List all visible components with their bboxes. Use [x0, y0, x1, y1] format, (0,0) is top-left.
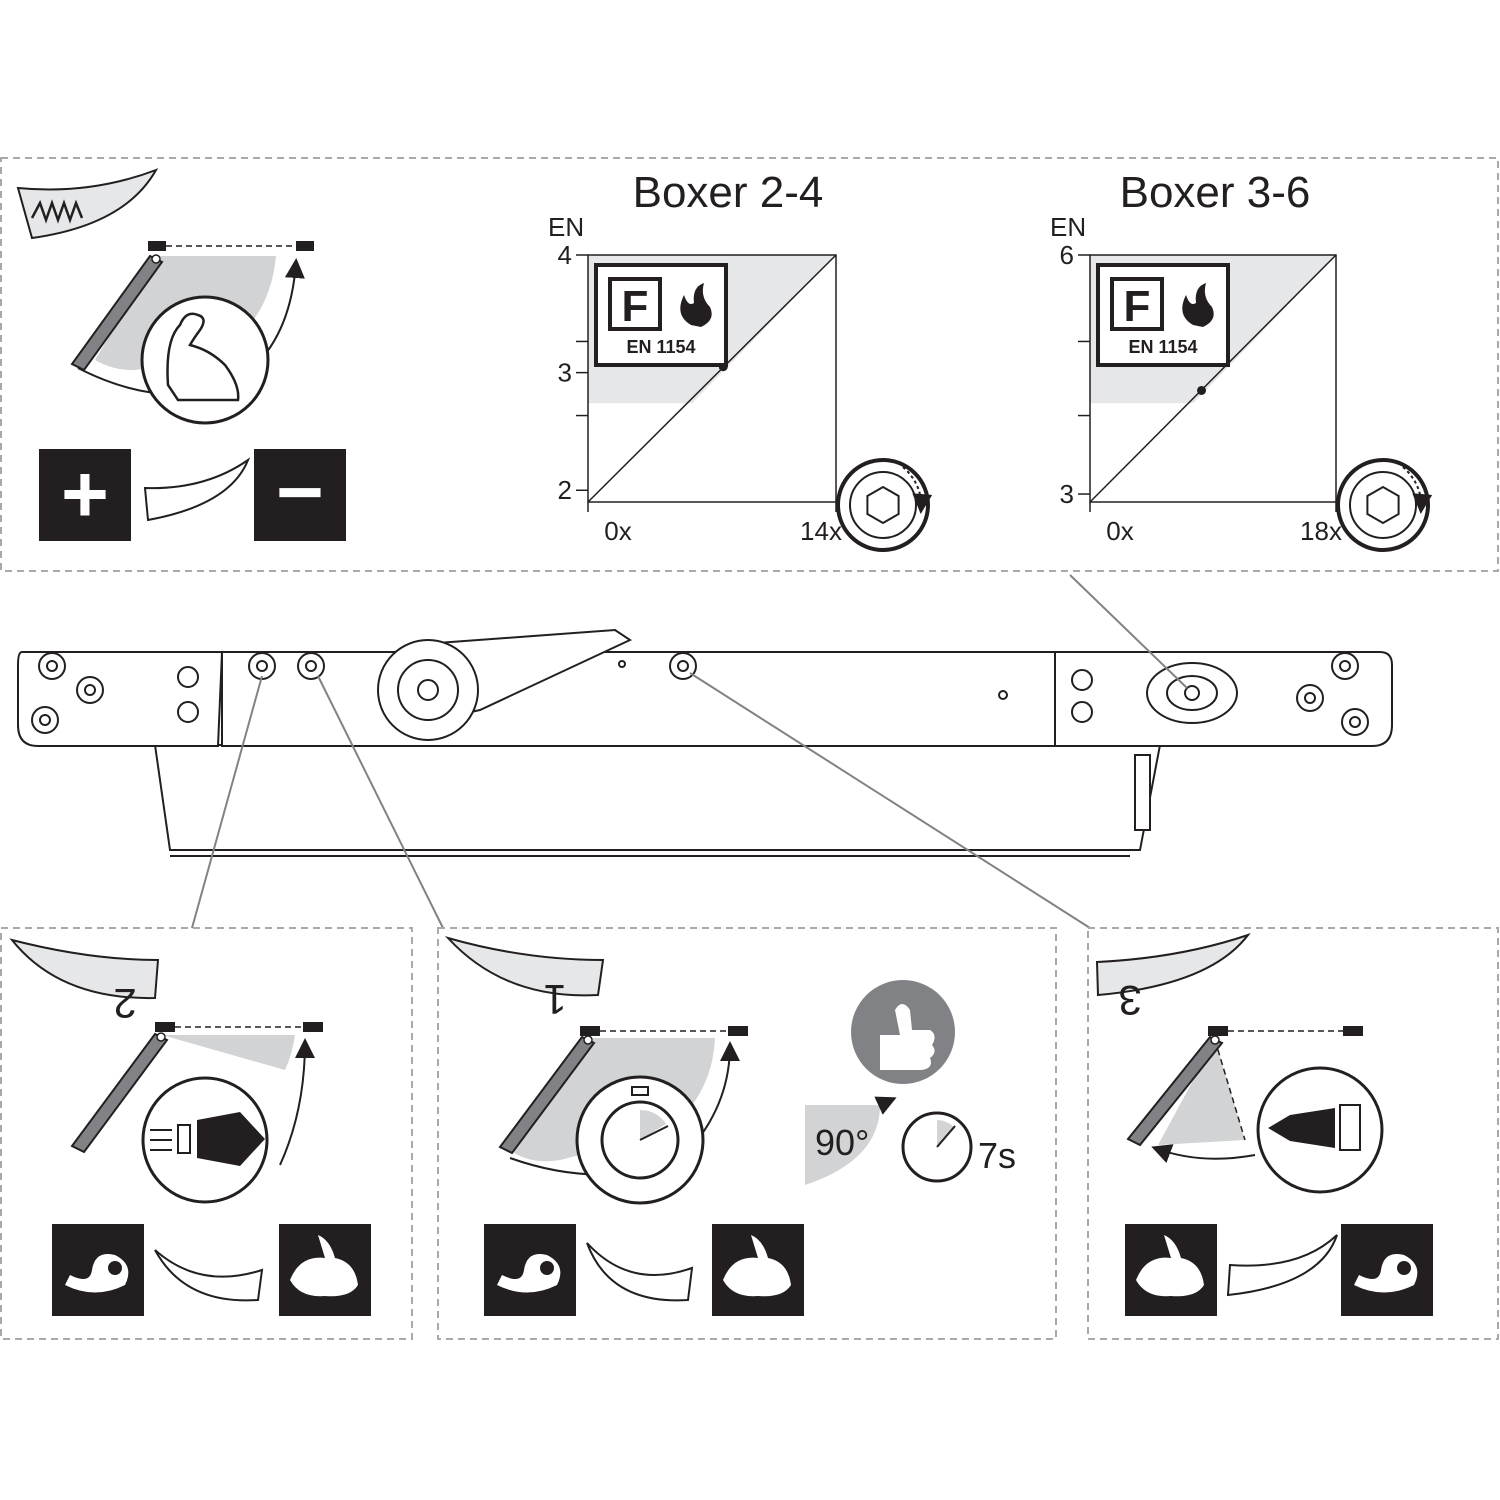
chart-y-tick-label: 6: [1060, 240, 1074, 270]
flame-icon: [1182, 283, 1214, 327]
step3-panel-frame: [1087, 927, 1499, 1340]
plus-button-icon: +: [39, 449, 131, 541]
minus-button-icon: −: [254, 447, 346, 541]
scale-wedge-icon: [586, 1242, 694, 1302]
step2-door-illustration: [70, 1022, 323, 1204]
step1-panel-frame: [437, 927, 1057, 1340]
speed-arrow-left-icon: [1268, 1104, 1361, 1151]
svg-text:2: 2: [113, 980, 136, 1027]
hex-socket-icon: [1366, 485, 1400, 525]
f-letter: F: [622, 282, 649, 331]
chart-frame: [587, 254, 837, 503]
f-letter-box: [1110, 277, 1164, 331]
chart-title: Boxer 2-4: [633, 168, 824, 217]
standard-label: EN 1154: [626, 337, 695, 357]
step3-door-illustration: [1126, 1026, 1384, 1194]
time-label: 7s: [978, 1135, 1016, 1176]
chart-series-line: [587, 254, 837, 503]
door-closer-body: [17, 628, 1393, 857]
chart-y-tick-label: 4: [558, 240, 572, 270]
top-panel-frame: [0, 157, 1499, 572]
step2-panel-frame: [0, 927, 413, 1340]
hex-socket-icon: [866, 485, 900, 525]
rotate-arrow-icon: [1402, 466, 1433, 514]
leader-lines: [191, 574, 1188, 929]
speed-arrow-right-icon: [150, 1112, 265, 1166]
rotate-arrow-icon: [902, 466, 933, 514]
snail-icon: [52, 1224, 144, 1316]
flame-icon: [680, 283, 712, 327]
scale-wedge-icon: [154, 1249, 264, 1302]
rabbit-icon: [712, 1224, 804, 1316]
snail-icon: [1341, 1224, 1433, 1316]
spring-icon: [30, 199, 84, 224]
scale-wedge-icon: [1226, 1234, 1338, 1297]
chart-y-tick-label: 2: [558, 475, 572, 505]
chart-x-tick-label: 0x: [1106, 516, 1133, 546]
chart-series-line: [1089, 254, 1337, 503]
bicep-strength-icon: [166, 312, 240, 402]
f-letter: F: [1124, 282, 1151, 331]
chart-ylabel: EN: [1050, 212, 1086, 242]
plus-symbol: +: [61, 449, 109, 540]
step1-badge: 1: [444, 936, 605, 1023]
angle-label: 90°: [815, 1122, 869, 1163]
chart-y-tick-label: 3: [558, 358, 572, 388]
step3-badge: 3: [1095, 933, 1251, 1024]
angle-indicator: 90°: [805, 1096, 897, 1185]
rabbit-icon: [279, 1224, 371, 1316]
thumbs-up-icon: [851, 980, 955, 1084]
rabbit-icon: [1125, 1224, 1217, 1316]
scale-wedge-icon: [143, 457, 251, 522]
step1-door-illustration: [498, 1026, 748, 1205]
small-timer-icon: [901, 1111, 973, 1183]
chart-marker-point: [1197, 385, 1207, 395]
svg-text:1: 1: [543, 976, 566, 1023]
chart-title: Boxer 3-6: [1120, 168, 1311, 217]
chart-x-tick-label: 14x: [800, 516, 842, 546]
step2-badge: 2: [9, 938, 160, 1027]
stopwatch-icon: [600, 1086, 680, 1180]
chart-x-tick-label: 18x: [1300, 516, 1342, 546]
door-strength-illustration: [70, 241, 314, 425]
standard-label: EN 1154: [1128, 337, 1197, 357]
chart-frame: [1089, 254, 1337, 503]
svg-text:3: 3: [1118, 977, 1141, 1024]
chart-y-tick-label: 3: [1060, 479, 1074, 509]
spring-badge: [16, 168, 159, 240]
snail-icon: [484, 1224, 576, 1316]
chart-x-tick-label: 0x: [604, 516, 631, 546]
chart-ylabel: EN: [548, 212, 584, 242]
f-letter-box: [608, 277, 662, 331]
minus-symbol: −: [276, 447, 324, 538]
